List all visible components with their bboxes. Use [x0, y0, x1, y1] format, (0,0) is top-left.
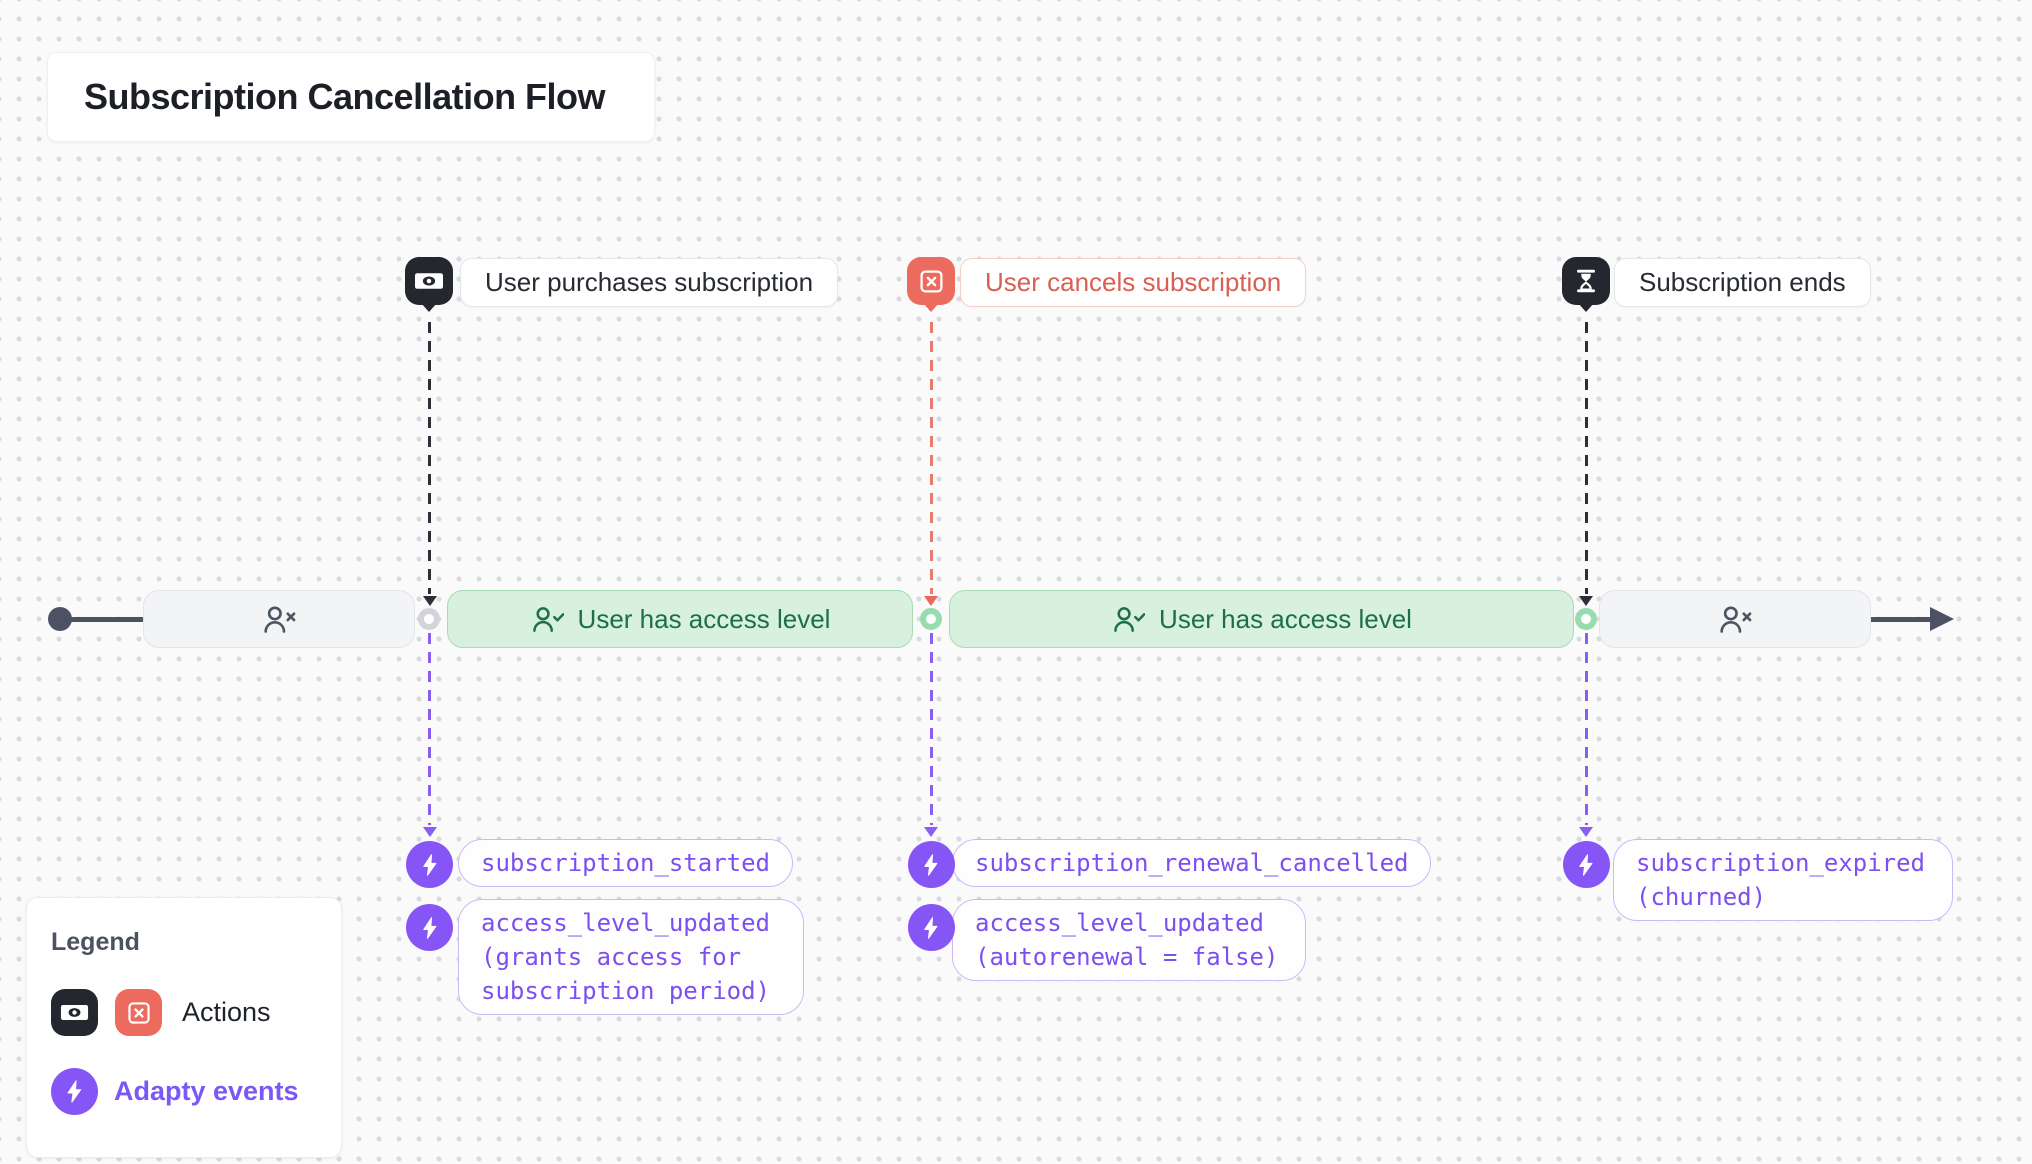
- autorenewal-false-event-text: access_level_updated (autorenewal = fals…: [975, 909, 1279, 971]
- renewal-cancelled-event-arrowhead: [924, 827, 938, 837]
- started-event-line: [428, 633, 431, 825]
- user-x-icon: [1720, 606, 1752, 633]
- ends-connector-arrowhead: [1579, 596, 1593, 606]
- expired-event-label: subscription_expired (churned): [1613, 839, 1953, 921]
- purchase-action-text: User purchases subscription: [485, 267, 814, 297]
- lightning-bolt-icon: [924, 853, 938, 876]
- cancel-connector-line: [929, 322, 933, 594]
- expired-event-marker: [1562, 841, 1610, 888]
- user-check-icon: [532, 607, 564, 633]
- timeline-start-line: [60, 617, 143, 622]
- user-x-icon: [264, 606, 296, 633]
- timeline-segment-access-1: User has access level: [447, 590, 913, 648]
- ends-connector-line: [1584, 322, 1588, 594]
- expired-event-arrowhead: [1579, 827, 1593, 837]
- lightning-bolt-icon: [924, 916, 938, 939]
- lightning-bolt-icon: [422, 853, 436, 876]
- autorenewal-false-event-marker: [907, 904, 955, 951]
- timeline-end-line: [1871, 617, 1933, 622]
- timeline-end-arrow: [1930, 607, 1954, 631]
- legend-actions-label: Actions: [182, 997, 271, 1027]
- access-granted-event-text: access_level_updated (grants access for …: [481, 909, 770, 1005]
- timeline-junction-cancel: [920, 608, 942, 630]
- legend-heading: Legend: [51, 928, 140, 956]
- legend-card: Legend Actions: [26, 897, 342, 1158]
- lightning-bolt-icon: [67, 1080, 82, 1103]
- legend-cash-swatch: [51, 989, 98, 1036]
- cancel-action-marker: [907, 257, 955, 305]
- timeline-junction-purchase: [418, 608, 440, 630]
- legend-event-swatch: [51, 1068, 98, 1115]
- started-event-arrowhead: [422, 827, 437, 837]
- renewal-cancelled-event-marker: [907, 841, 955, 888]
- legend-events-label: Adapty events: [114, 1076, 299, 1106]
- purchase-action-label: User purchases subscription: [460, 258, 839, 307]
- page-title: Subscription Cancellation Flow: [84, 76, 606, 117]
- lightning-bolt-icon: [1579, 853, 1593, 876]
- cash-icon: [415, 273, 443, 289]
- x-square-icon: [919, 269, 943, 293]
- expired-event-line: [1584, 633, 1588, 825]
- timeline-segment-no-access-2: [1599, 590, 1871, 648]
- access-level-text: User has access level: [577, 603, 831, 634]
- x-square-icon: [127, 1001, 150, 1024]
- ends-action-label: Subscription ends: [1614, 258, 1871, 307]
- ends-action-text: Subscription ends: [1639, 267, 1846, 297]
- renewal-cancelled-event-line: [929, 633, 933, 825]
- access-granted-event-marker: [406, 904, 453, 951]
- renewal-cancelled-event-label: subscription_renewal_cancelled: [952, 839, 1432, 887]
- cancel-action-label: User cancels subscription: [960, 258, 1307, 307]
- legend-actions-row: Actions: [51, 989, 317, 1036]
- timeline-segment-no-access-1: [143, 590, 415, 648]
- expired-event-text: subscription_expired (churned): [1636, 849, 1925, 911]
- title-card: Subscription Cancellation Flow: [47, 52, 655, 142]
- legend-events-row: Adapty events: [51, 1068, 317, 1115]
- cancel-connector-arrowhead: [924, 596, 938, 606]
- purchase-connector-arrowhead: [422, 596, 437, 606]
- started-event-marker: [406, 841, 453, 888]
- autorenewal-false-event-label: access_level_updated (autorenewal = fals…: [952, 899, 1306, 981]
- purchase-action-marker: [405, 257, 453, 305]
- access-level-text: User has access level: [1159, 603, 1412, 634]
- hourglass-icon: [1577, 269, 1595, 293]
- renewal-cancelled-event-text: subscription_renewal_cancelled: [975, 849, 1409, 877]
- started-event-text: subscription_started: [481, 849, 770, 877]
- legend-cancel-swatch: [115, 989, 162, 1036]
- user-check-icon: [1114, 607, 1146, 633]
- cancel-action-text: User cancels subscription: [985, 267, 1282, 297]
- ends-action-marker: [1562, 257, 1610, 305]
- lightning-bolt-icon: [422, 916, 436, 939]
- timeline-segment-access-2: User has access level: [949, 590, 1574, 648]
- cash-icon: [60, 1005, 89, 1020]
- access-granted-event-label: access_level_updated (grants access for …: [458, 899, 804, 1015]
- timeline-junction-ends: [1575, 608, 1597, 630]
- started-event-label: subscription_started: [458, 839, 793, 887]
- purchase-connector-line: [428, 322, 431, 594]
